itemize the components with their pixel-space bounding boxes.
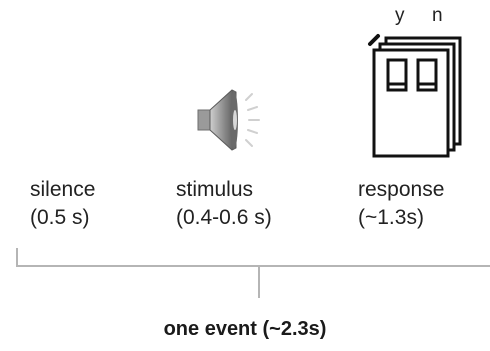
stage-stimulus-name: stimulus (176, 178, 254, 201)
stage-silence-name: silence (30, 178, 96, 201)
timeline-bracket (16, 248, 490, 298)
speaker-icon (197, 89, 260, 151)
stage-response-duration: (~1.3s) (358, 206, 424, 229)
event-duration-label: one event (~2.3s) (163, 318, 327, 340)
response-box-icon (368, 34, 462, 158)
stage-stimulus-duration: (0.4-0.6 s) (176, 206, 272, 229)
response-key-yes-label: y (395, 5, 405, 26)
stage-silence-duration: (0.5 s) (30, 206, 90, 229)
response-key-no-label: n (432, 5, 443, 26)
stage-response-name: response (358, 178, 445, 201)
